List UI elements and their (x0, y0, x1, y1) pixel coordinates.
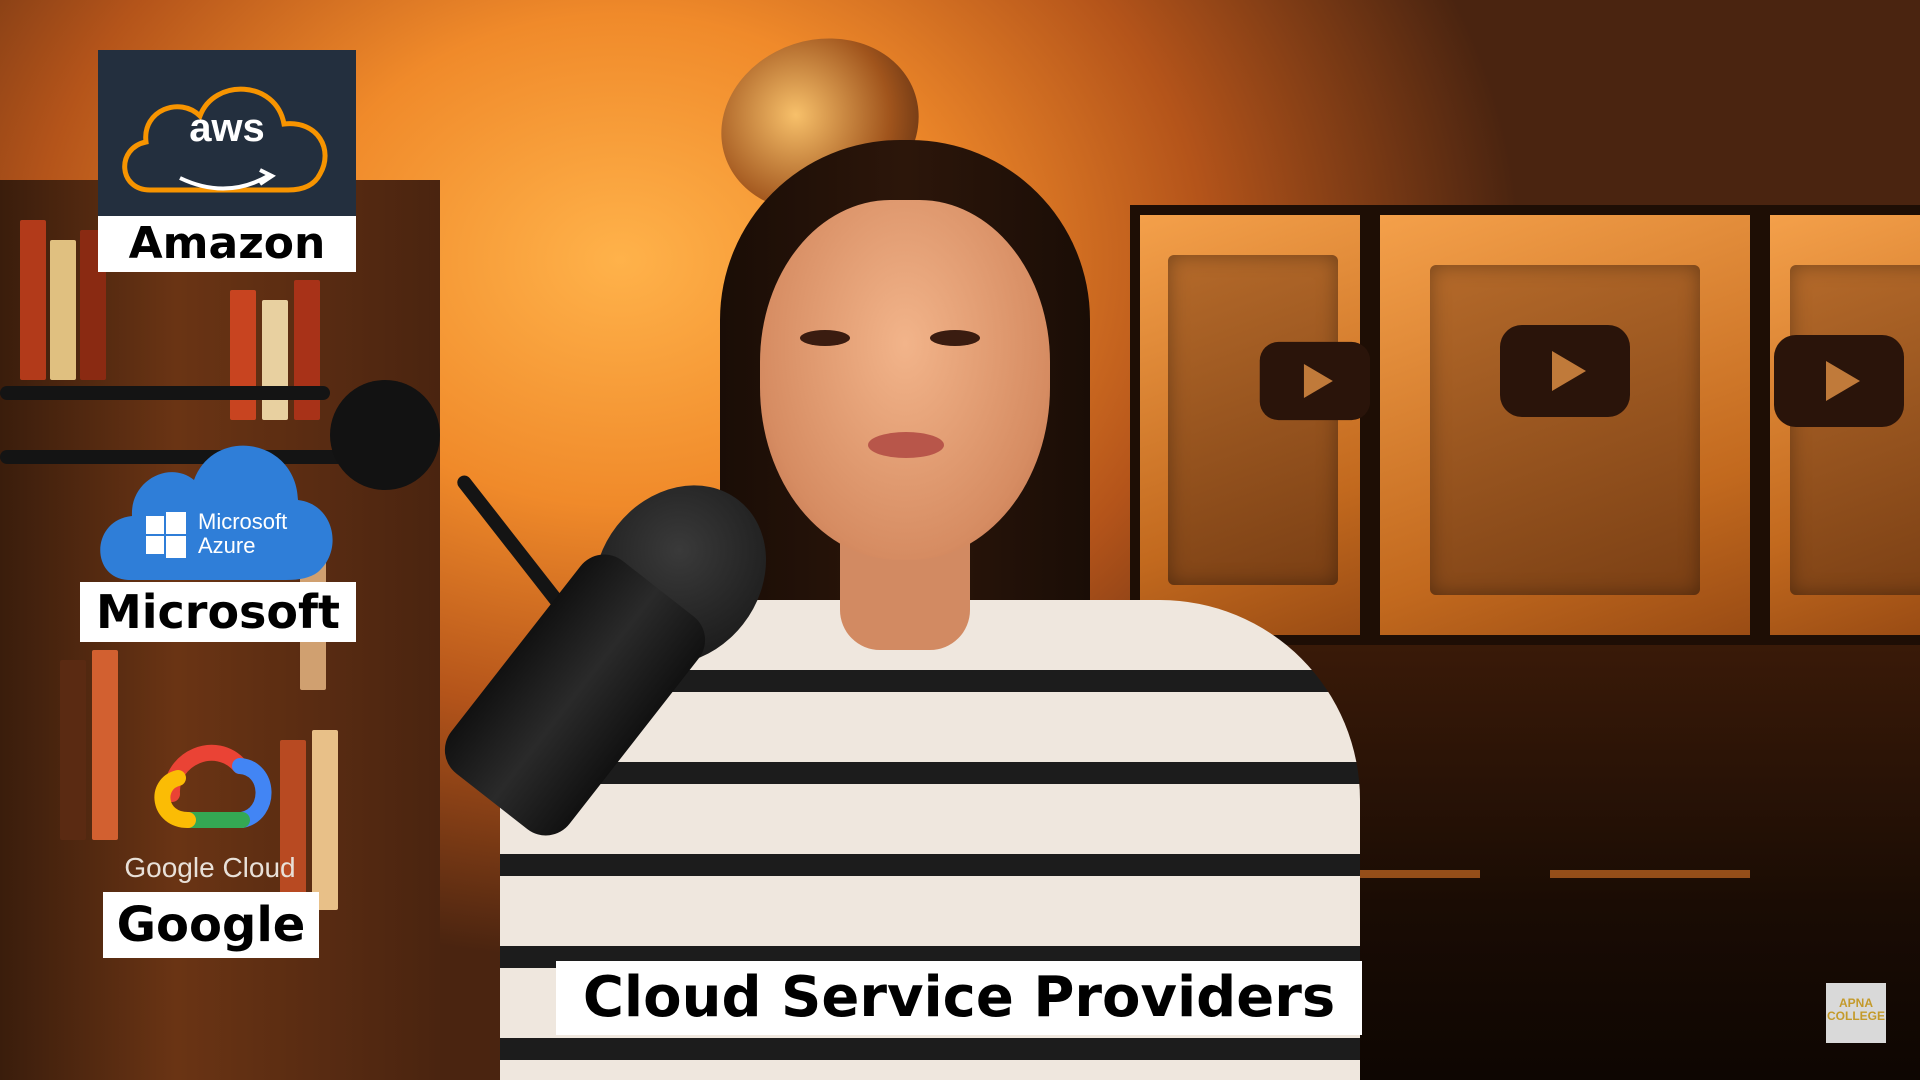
cloud-icon (154, 744, 272, 828)
play-button-icon (1774, 335, 1904, 427)
amazon-label: Amazon (98, 216, 356, 272)
cloud-icon (100, 445, 333, 580)
mic-arm-upper (0, 386, 330, 400)
google-cloud-wordmark: Google Cloud (124, 852, 296, 883)
play-button-icon (1500, 325, 1630, 417)
azure-line-1: Microsoft (198, 509, 288, 534)
google-label: Google (103, 892, 319, 958)
left-eye (800, 330, 850, 346)
microsoft-label: Microsoft (80, 582, 356, 642)
cloud-icon (122, 86, 328, 193)
watermark-line-2: COLLEGE (1826, 1009, 1885, 1023)
award-frame-center (1370, 205, 1760, 645)
azure-line-2: Azure (198, 533, 256, 558)
aws-logo: aws (98, 50, 356, 218)
face (760, 200, 1050, 560)
caption-text: Cloud Service Providers (556, 961, 1362, 1035)
azure-logo: Microsoft Azure (90, 430, 340, 586)
award-frame-left (1130, 205, 1371, 645)
right-eye (930, 330, 980, 346)
mic-arm-joint (330, 380, 440, 490)
aws-wordmark: aws (189, 106, 265, 150)
google-cloud-logo (142, 728, 276, 836)
award-frame-right (1760, 205, 1920, 645)
channel-watermark: APNA COLLEGE (1826, 983, 1886, 1043)
watermark-line-1: APNA (1838, 996, 1873, 1010)
play-button-icon (1259, 341, 1371, 421)
lips (868, 432, 944, 458)
